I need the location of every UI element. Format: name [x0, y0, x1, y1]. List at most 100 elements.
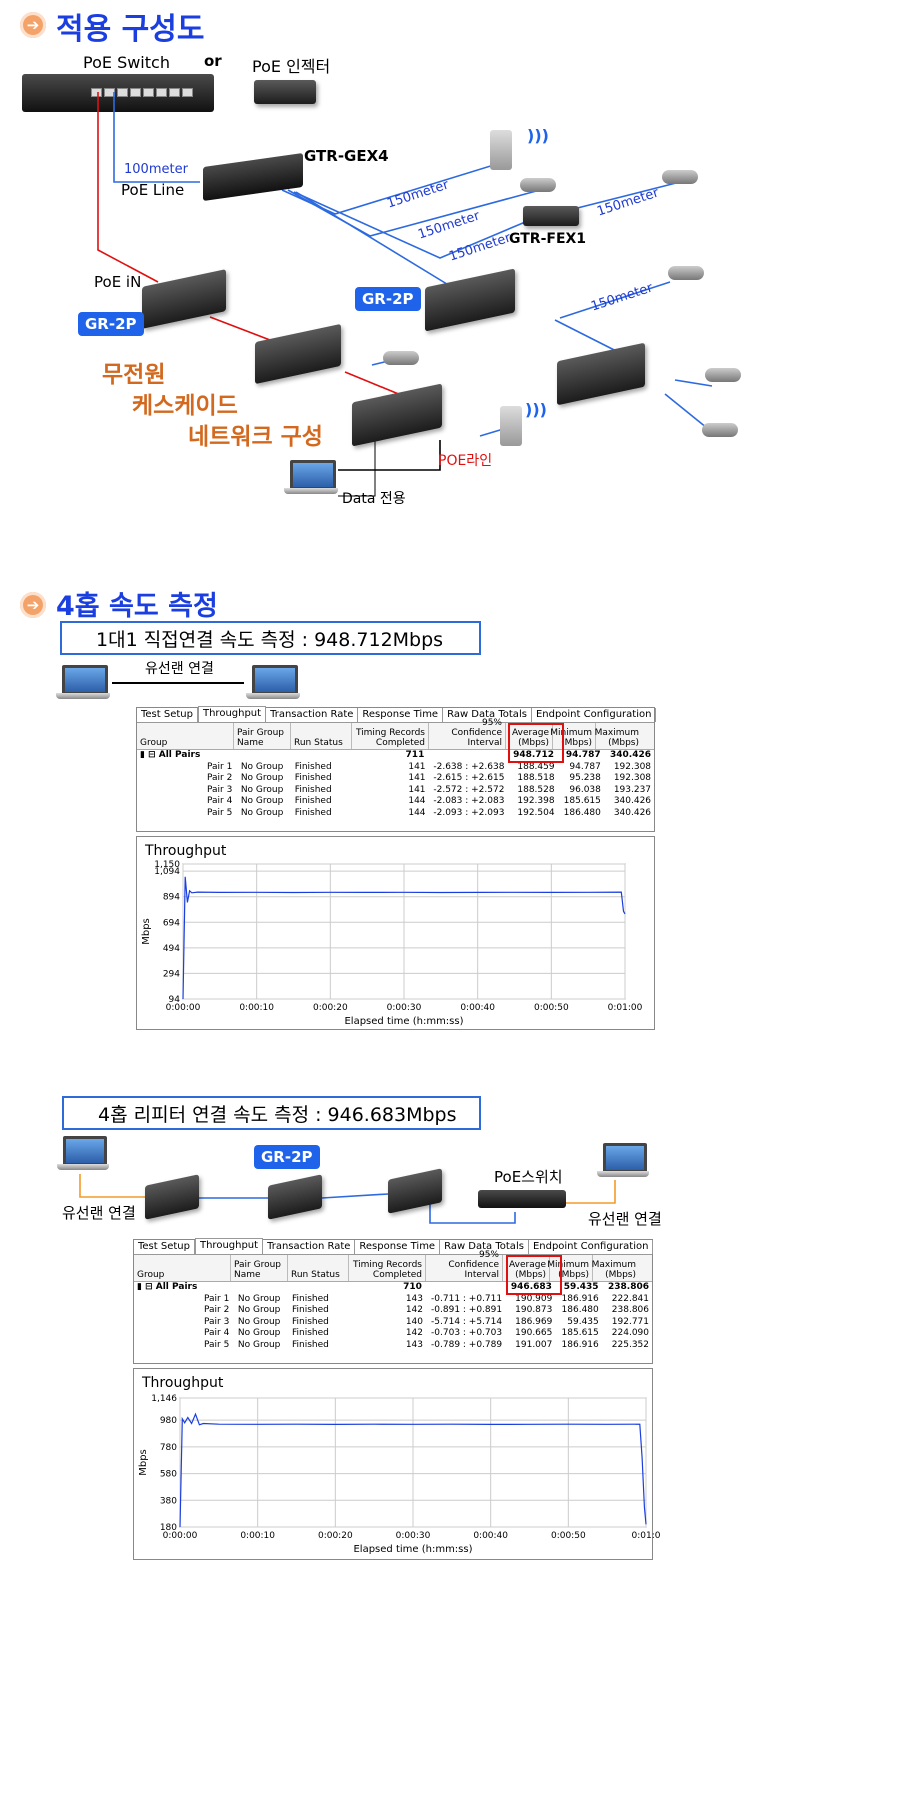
- col-timing[interactable]: Timing Records Completed: [352, 723, 429, 749]
- tab-raw-data-totals[interactable]: Raw Data Totals: [443, 708, 532, 722]
- col-pair-group[interactable]: Pair Group Name: [234, 723, 291, 749]
- cell-ci: [425, 1282, 505, 1294]
- cell-avg: 188.459: [517, 761, 555, 772]
- cell-run-status: [290, 750, 348, 762]
- col-group[interactable]: Group: [137, 723, 234, 749]
- x-tick-label: 0:00:20: [313, 1003, 348, 1013]
- cell-group: Pair 2: [207, 773, 233, 783]
- cctv-camera-icon: [662, 170, 698, 184]
- results-tabs: Test Setup Throughput Transaction Rate R…: [134, 1238, 654, 1255]
- gtr-fex1-device: [523, 206, 579, 226]
- highlight-box: [508, 723, 564, 763]
- cell-max: 340.426: [613, 807, 652, 818]
- laptop-icon: [252, 665, 298, 695]
- cell-group: ▮ ⊟ All Pairs: [137, 1282, 198, 1292]
- cell-group: Pair 2: [204, 1305, 230, 1315]
- cell-avg: 190.873: [515, 1305, 553, 1315]
- cell-min: 186.480: [563, 807, 601, 818]
- tab-endpoint-config[interactable]: Endpoint Configuration: [532, 708, 657, 722]
- col-timing[interactable]: Timing Records Completed: [349, 1255, 426, 1281]
- x-tick-label: 0:00:00: [163, 1531, 198, 1541]
- cctv-camera-icon: [520, 178, 556, 192]
- col-pair-group[interactable]: Pair Group Name: [231, 1255, 288, 1281]
- tab-endpoint-config[interactable]: Endpoint Configuration: [529, 1240, 654, 1254]
- tab-throughput[interactable]: Throughput: [194, 1238, 264, 1254]
- chart-title: Throughput: [142, 1375, 224, 1391]
- cell-max: 192.771: [611, 1316, 649, 1327]
- col-min[interactable]: Minimum (Mbps): [547, 1255, 593, 1281]
- section-bullet-icon: ➔: [20, 592, 46, 618]
- col-max[interactable]: Maximum (Mbps): [591, 1260, 636, 1280]
- cctv-camera-icon: [702, 423, 738, 437]
- section-title-config: 적용 구성도: [56, 12, 205, 47]
- cascade-text-1: 무전원: [102, 362, 166, 388]
- tab-response-time[interactable]: Response Time: [355, 1240, 441, 1254]
- cell-run-status: Finished: [294, 773, 332, 783]
- cell-ci: -0.711 : +0.711: [431, 1293, 503, 1304]
- wifi-signal-icon: ))): [525, 400, 547, 419]
- cell-max: 225.352: [611, 1339, 649, 1350]
- chart-title: Throughput: [145, 843, 227, 859]
- col-min[interactable]: Minimum (Mbps): [550, 723, 596, 749]
- cell-min: 96.038: [569, 784, 601, 795]
- distance-100m-label: 100meter: [124, 162, 188, 177]
- cell-timing: 142: [405, 1328, 424, 1338]
- cell-group: Pair 1: [204, 1293, 230, 1304]
- cell-max: 193.237: [613, 784, 652, 795]
- cell-ci: -2.572 : +2.572: [433, 784, 505, 795]
- cell-avg: 946.683: [510, 1282, 552, 1292]
- col-run-status[interactable]: Run Status: [288, 1255, 349, 1281]
- cell-timing: 711: [405, 750, 425, 760]
- tab-throughput[interactable]: Throughput: [197, 706, 267, 722]
- cell-run-status: Finished: [291, 1316, 329, 1327]
- section-bullet-icon: ➔: [20, 12, 46, 38]
- y-tick-label: 694: [163, 918, 180, 928]
- gtr-gex4-label: GTR-GEX4: [304, 147, 389, 165]
- x-tick-label: 0:01:0: [632, 1531, 661, 1541]
- gr2p-badge: GR-2P: [254, 1145, 320, 1169]
- tab-transaction-rate[interactable]: Transaction Rate: [263, 1240, 356, 1254]
- cell-pair-group: [236, 750, 290, 762]
- y-axis-label: Mbps: [141, 918, 152, 945]
- tab-transaction-rate[interactable]: Transaction Rate: [266, 708, 359, 722]
- col-avg[interactable]: Average (Mbps): [506, 723, 553, 749]
- y-tick-label: 380: [160, 1496, 177, 1506]
- cell-max: 340.426: [613, 796, 652, 806]
- cell-max: 340.426: [610, 750, 651, 760]
- poe-switch-kr-label: PoE스위치: [494, 1168, 563, 1186]
- y-axis-label: Mbps: [138, 1449, 149, 1476]
- tab-test-setup[interactable]: Test Setup: [137, 708, 198, 722]
- cell-min: 185.615: [561, 1328, 599, 1338]
- table-header: Group Pair Group Name Run Status Timing …: [134, 1250, 652, 1282]
- laptop-base: [597, 1171, 649, 1177]
- col-ci[interactable]: 95% Confidence Interval: [426, 1250, 503, 1281]
- col-ci[interactable]: 95% Confidence Interval: [429, 718, 506, 749]
- col-run-status[interactable]: Run Status: [291, 723, 352, 749]
- cell-ci: -0.891 : +0.891: [431, 1305, 503, 1315]
- cell-ci: -0.703 : +0.703: [431, 1328, 503, 1338]
- results-table-panel: Test Setup Throughput Transaction Rate R…: [133, 1238, 654, 1364]
- tab-test-setup[interactable]: Test Setup: [134, 1240, 195, 1254]
- tab-raw-data-totals[interactable]: Raw Data Totals: [440, 1240, 529, 1254]
- cascade-text-3: 네트워크 구성: [188, 424, 323, 450]
- col-max[interactable]: Maximum (Mbps): [594, 728, 639, 748]
- cable-line: [112, 682, 244, 684]
- poe-line-kr-label: POE라인: [438, 453, 493, 469]
- tab-response-time[interactable]: Response Time: [358, 708, 444, 722]
- col-group[interactable]: Group: [134, 1255, 231, 1281]
- col-avg[interactable]: Average (Mbps): [503, 1255, 550, 1281]
- cell-group: Pair 5: [204, 1339, 230, 1350]
